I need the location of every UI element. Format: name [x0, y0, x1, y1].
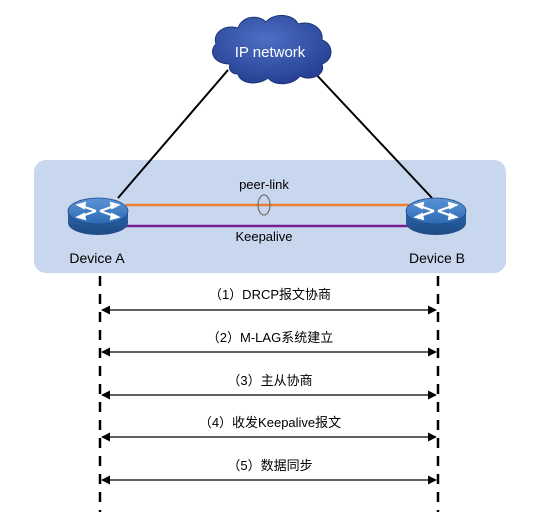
cloud-icon: [212, 15, 332, 85]
step-label: （5）数据同步: [227, 458, 312, 473]
step-label: （3）主从协商: [227, 373, 312, 388]
step-label: （1）DRCP报文协商: [209, 287, 331, 302]
keepalive-label: Keepalive: [235, 229, 292, 244]
device-a-label: Device A: [69, 250, 125, 266]
device-b-label: Device B: [409, 250, 465, 266]
step-label: （4）收发Keepalive报文: [199, 415, 341, 430]
peer-link-label: peer-link: [239, 177, 289, 192]
peer-link-bundle-marker: [257, 194, 271, 216]
switch-icon: [405, 197, 467, 235]
switch-icon: [67, 197, 129, 235]
step-3: （3）主从协商: [101, 373, 437, 400]
uplink-device-b: [311, 69, 433, 199]
step-4: （4）收发Keepalive报文: [101, 415, 437, 442]
uplink-device-a: [117, 69, 229, 199]
cloud-label: IP network: [235, 44, 306, 61]
step-label: （2）M-LAG系统建立: [207, 330, 333, 345]
step-1: （1）DRCP报文协商: [101, 287, 437, 315]
step-5: （5）数据同步: [101, 458, 437, 485]
device-area-panel: [34, 160, 506, 273]
step-2: （2）M-LAG系统建立: [101, 330, 437, 357]
